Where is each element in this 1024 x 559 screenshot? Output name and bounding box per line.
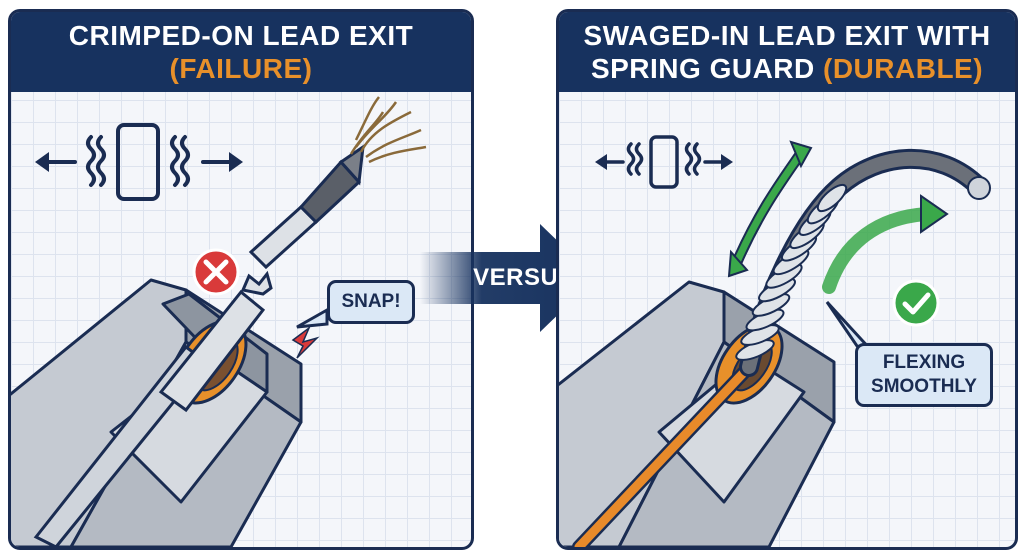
broken-lead-wire xyxy=(248,143,365,270)
failure-panel-header: CRIMPED-ON LEAD EXIT (FAILURE) xyxy=(11,12,471,92)
x-icon xyxy=(192,248,240,296)
durable-title-label: (DURABLE) xyxy=(823,53,984,84)
durable-title-line2: SPRING GUARD (DURABLE) xyxy=(591,52,983,85)
spring-guard xyxy=(735,183,848,361)
failure-title-line1: CRIMPED-ON LEAD EXIT xyxy=(68,20,414,51)
frayed-strands xyxy=(349,96,427,164)
durable-panel-header: SWAGED-IN LEAD EXIT WITH SPRING GUARD (D… xyxy=(559,12,1015,92)
curved-arrow-icon xyxy=(822,194,949,294)
vibration-icon xyxy=(599,135,729,189)
flex-arrow-icon xyxy=(727,140,813,278)
failure-panel: CRIMPED-ON LEAD EXIT (FAILURE) xyxy=(8,9,474,550)
flexing-callout-line1: FLEXING xyxy=(882,352,966,373)
lightning-icon xyxy=(291,325,320,359)
durable-title-prefix: SPRING GUARD xyxy=(590,53,815,84)
flexing-callout-line2: SMOOTHLY xyxy=(871,376,977,397)
durable-title-line1: SWAGED-IN LEAD EXIT WITH xyxy=(583,20,991,51)
failure-title-label: (FAILURE) xyxy=(169,53,313,84)
terminal-pin xyxy=(33,270,273,547)
snap-callout: SNAP! xyxy=(327,280,415,324)
durable-panel: SWAGED-IN LEAD EXIT WITH SPRING GUARD (D… xyxy=(556,9,1018,550)
swaged-lead-illustration xyxy=(559,135,991,547)
checkmark-icon xyxy=(892,279,940,327)
arrow-right-icon xyxy=(420,224,596,332)
crimped-lead-illustration xyxy=(11,96,427,547)
vibration-icon xyxy=(39,123,239,201)
flexing-callout: FLEXING SMOOTHLY xyxy=(855,343,993,407)
